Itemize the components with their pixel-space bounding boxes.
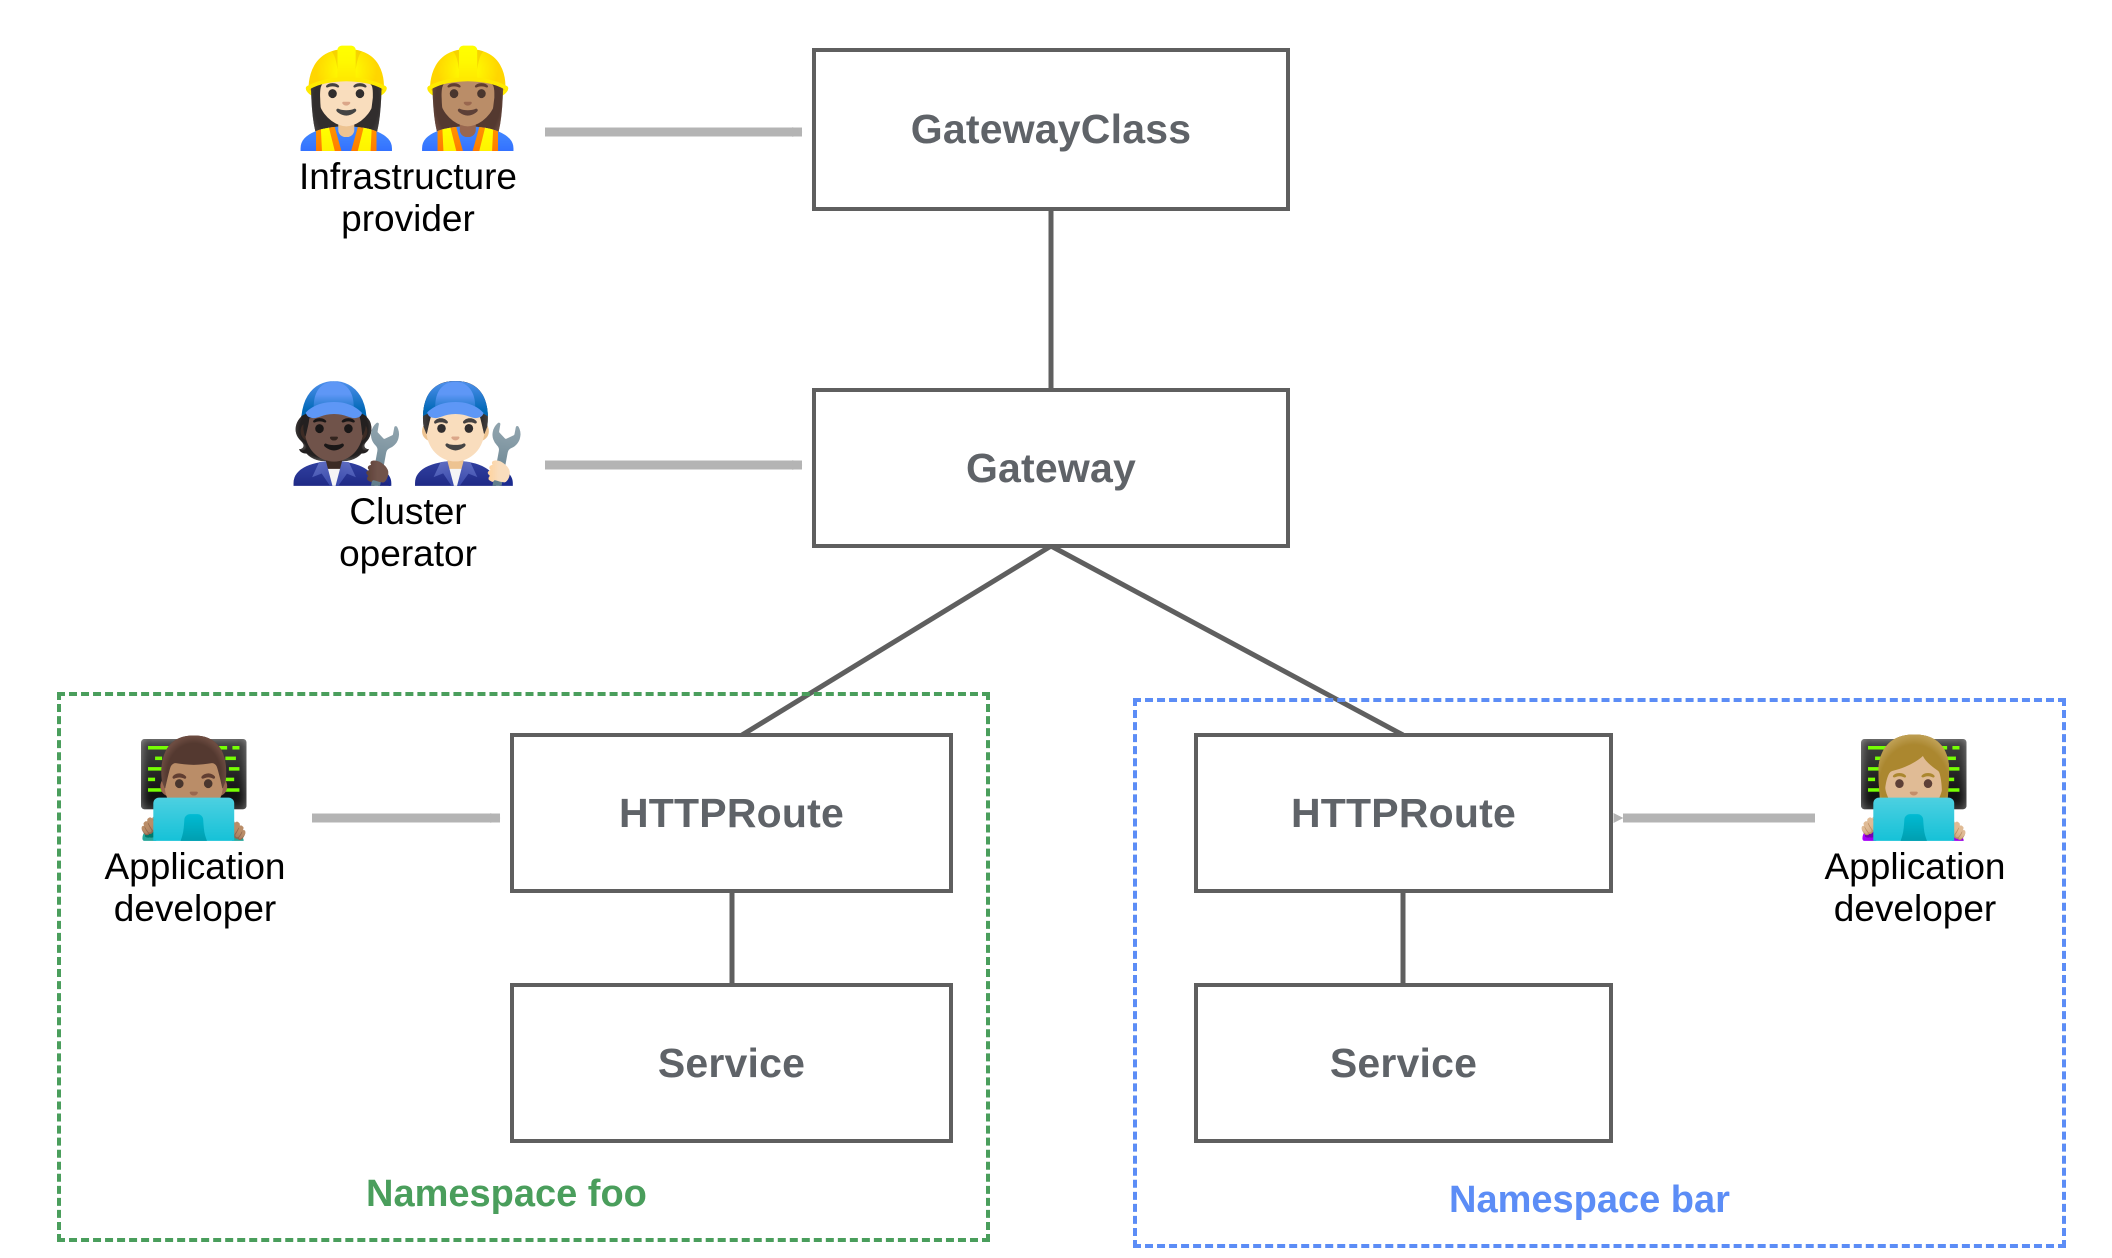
woman-technologist-emoji: 👩🏼‍💻 bbox=[1854, 732, 1976, 844]
namespace-label-bar: Namespace bar bbox=[1449, 1179, 1730, 1221]
resource-box-gateway[interactable]: Gateway bbox=[812, 388, 1290, 548]
resource-label-httproute-bar: HTTPRoute bbox=[1291, 789, 1516, 836]
resource-label-gateway: Gateway bbox=[965, 444, 1137, 491]
persona-infrastructure-provider: 👷🏻‍♀️👷🏽‍♀️ Infrastructure provider bbox=[248, 50, 568, 240]
mechanic-emoji: 🧑🏿‍🔧👨🏻‍🔧 bbox=[286, 377, 530, 489]
man-technologist-emoji: 👨🏽‍💻 bbox=[134, 732, 256, 844]
woman-construction-worker-emoji: 👷🏻‍♀️👷🏽‍♀️ bbox=[286, 42, 530, 154]
persona-label-cluster-operator: Cluster operator bbox=[339, 491, 477, 575]
resource-box-httproute-foo[interactable]: HTTPRoute bbox=[510, 733, 953, 893]
resource-box-service-foo[interactable]: Service bbox=[510, 983, 953, 1143]
resource-label-service-bar: Service bbox=[1329, 1039, 1478, 1086]
resource-label-gatewayclass: GatewayClass bbox=[910, 106, 1192, 152]
resource-label-service-foo: Service bbox=[657, 1039, 806, 1086]
namespace-label-foo: Namespace foo bbox=[366, 1173, 647, 1215]
resource-box-gatewayclass[interactable]: GatewayClass bbox=[812, 48, 1290, 211]
resource-label-httproute-foo: HTTPRoute bbox=[619, 789, 844, 836]
persona-label-infrastructure-provider: Infrastructure provider bbox=[299, 156, 517, 240]
resource-box-httproute-bar[interactable]: HTTPRoute bbox=[1194, 733, 1613, 893]
persona-application-developer-foo: 👨🏽‍💻 Application developer bbox=[70, 740, 320, 930]
resource-box-service-bar[interactable]: Service bbox=[1194, 983, 1613, 1143]
namespace-box-foo bbox=[57, 692, 990, 1242]
namespace-box-bar bbox=[1133, 698, 2066, 1248]
persona-application-developer-bar: 👩🏼‍💻 Application developer bbox=[1790, 740, 2040, 930]
persona-label-application-developer-bar: Application developer bbox=[1824, 846, 2006, 930]
persona-label-application-developer-foo: Application developer bbox=[104, 846, 286, 930]
persona-cluster-operator: 🧑🏿‍🔧👨🏻‍🔧 Cluster operator bbox=[248, 385, 568, 575]
